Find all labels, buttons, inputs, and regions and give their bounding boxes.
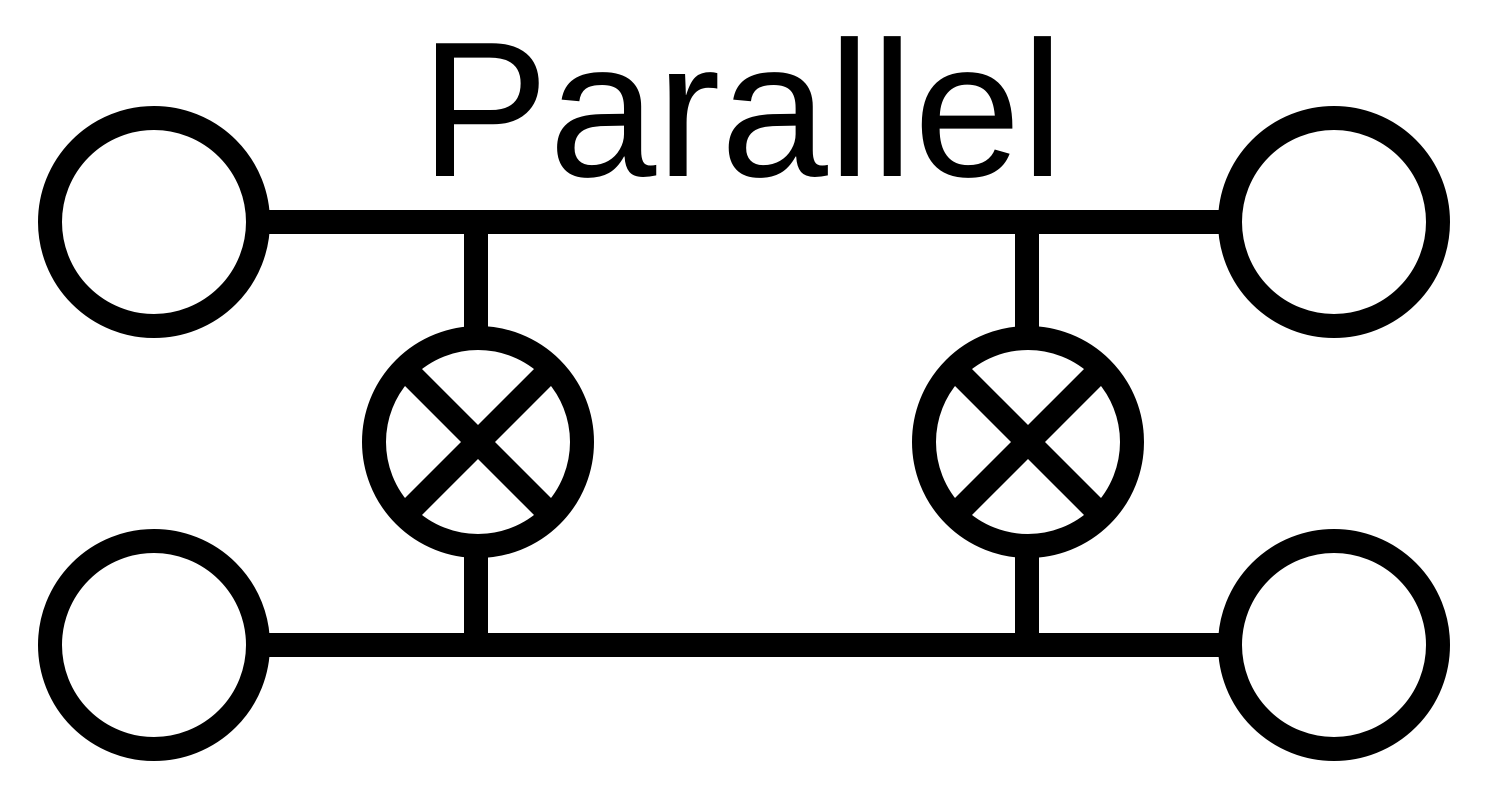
lamp-left-body — [362, 326, 594, 558]
circuit — [38, 106, 1450, 761]
terminal-top-left-icon — [38, 106, 270, 338]
lamp-left-cross-b — [395, 359, 561, 525]
lamp-right-body — [912, 326, 1144, 558]
diagram-title: Parallel — [420, 1, 1064, 217]
terminal-bottom-left-icon — [38, 529, 270, 761]
lamp-left-icon — [362, 326, 594, 558]
terminal-bottom-right-icon — [1218, 529, 1450, 761]
terminal-top-right-icon — [1218, 106, 1450, 338]
lamp-right-icon — [912, 326, 1144, 558]
lamp-right-cross-b — [945, 359, 1111, 525]
